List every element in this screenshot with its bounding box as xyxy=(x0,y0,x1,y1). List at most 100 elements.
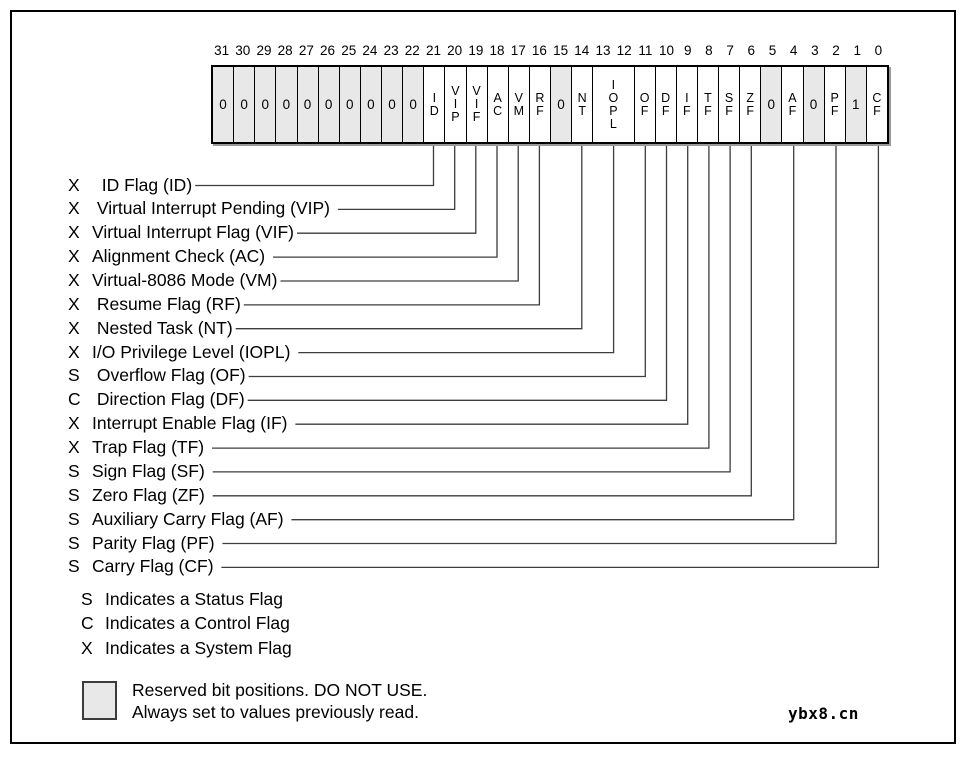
bit-number: 4 xyxy=(789,43,798,58)
flag-row: S Zero Flag (ZF) xyxy=(68,485,210,506)
flag-label: Nested Task (NT) xyxy=(92,317,233,338)
cell-letter: F xyxy=(472,110,481,124)
flag-label: I/O Privilege Level (IOPL) xyxy=(92,341,296,362)
flag-row: X Resume Flag (RF) xyxy=(68,294,241,315)
flag-row: X Virtual-8086 Mode (VM) xyxy=(68,270,277,291)
watermark: ybx8.cn xyxy=(788,704,859,723)
reserved-note-line1: Reserved bit positions. DO NOT USE. xyxy=(132,680,428,700)
cell-letter: P xyxy=(830,90,839,105)
cell-letter: F xyxy=(640,103,649,118)
cell-letter: F xyxy=(682,103,691,118)
bit-number: 5 xyxy=(768,43,777,58)
flag-type-marker: X xyxy=(68,222,80,243)
legend-marker: X xyxy=(81,638,93,658)
flag-type-marker: X xyxy=(68,317,80,338)
cell-letter: F xyxy=(746,103,754,118)
bit-number: 15 xyxy=(553,43,569,58)
cell-letter: O xyxy=(608,90,619,105)
cell-letter: F xyxy=(873,103,881,118)
flag-label: Zero Flag (ZF) xyxy=(92,484,210,505)
reserved-swatch xyxy=(82,681,117,720)
register-cell-bit-23: 0 xyxy=(382,67,404,142)
bit-number: 21 xyxy=(425,43,441,58)
bit-number: 2 xyxy=(832,43,840,58)
bit-number: 9 xyxy=(683,43,692,58)
flag-label: Virtual-8086 Mode (VM) xyxy=(92,269,278,290)
cell-letter: V xyxy=(472,84,481,98)
cell-letter: D xyxy=(429,103,439,118)
bit-number: 18 xyxy=(489,43,505,58)
flag-type-marker: C xyxy=(68,389,81,410)
bit-number: 25 xyxy=(341,43,357,58)
bit-number: 1 xyxy=(853,43,861,58)
bit-number: 28 xyxy=(277,43,293,58)
cell-letter: P xyxy=(609,103,618,118)
register-cell-bit-5: 0 xyxy=(761,67,783,142)
register-cell-bit-28: 0 xyxy=(276,67,298,142)
bit-number: 11 xyxy=(638,43,653,58)
cell-letter: O xyxy=(639,90,650,105)
bit-number: 6 xyxy=(747,43,756,58)
cell-letter: F xyxy=(704,103,712,118)
bit-number: 23 xyxy=(383,43,399,58)
bit-number: 3 xyxy=(811,43,819,58)
register-cell-bit-22: 0 xyxy=(403,67,425,142)
flag-row: X ID Flag (ID) xyxy=(68,175,192,196)
bit-number: 10 xyxy=(659,43,675,58)
bit-number: 31 xyxy=(214,43,230,58)
flag-label: Virtual Interrupt Flag (VIF) xyxy=(92,222,294,243)
flag-label: Overflow Flag (OF) xyxy=(92,365,246,386)
flag-type-marker: X xyxy=(68,246,80,267)
cell-letter: T xyxy=(578,103,586,118)
flag-type-marker: X xyxy=(68,198,80,219)
cell-letter: T xyxy=(704,90,712,105)
flag-type-marker: X xyxy=(68,269,80,290)
cell-letter: I xyxy=(453,97,458,111)
cell-letter: D xyxy=(661,90,671,105)
flag-row: S Overflow Flag (OF) xyxy=(68,365,246,386)
flag-row: X Virtual Interrupt Flag (VIF) xyxy=(68,222,294,243)
register-cell-bit-27: 0 xyxy=(297,67,319,142)
register-cell-bit-24: 0 xyxy=(360,67,382,142)
flag-row: X I/O Privilege Level (IOPL) xyxy=(68,342,295,363)
cell-letter: F xyxy=(536,103,544,118)
figure-frame xyxy=(10,10,956,744)
bit-number: 30 xyxy=(235,43,251,58)
flag-type-marker: S xyxy=(68,532,80,553)
bit-number: 8 xyxy=(705,43,713,58)
bit-number: 26 xyxy=(320,43,336,58)
cell-letter: I xyxy=(611,77,616,92)
register-cell-bit-1: 1 xyxy=(845,67,867,142)
bit-number: 24 xyxy=(362,43,378,58)
cell-letter: I xyxy=(685,90,689,105)
register-cell-bit-31: 0 xyxy=(213,67,235,142)
flag-type-marker: S xyxy=(68,484,80,505)
flag-label: Virtual Interrupt Pending (VIP) xyxy=(92,198,335,219)
register-cell-bit-26: 0 xyxy=(318,67,340,142)
flag-label: Trap Flag (TF) xyxy=(92,437,209,458)
flag-type-marker: X xyxy=(68,341,80,362)
cell-letter: F xyxy=(661,103,670,118)
bit-number: 0 xyxy=(874,43,883,58)
cell-letter: L xyxy=(609,116,617,131)
cell-letter: R xyxy=(535,90,545,105)
bit-number: 16 xyxy=(531,43,547,58)
legend-marker: S xyxy=(81,589,93,609)
cell-letter: Z xyxy=(746,90,754,105)
reserved-note: Reserved bit positions. DO NOT USE. Alwa… xyxy=(132,680,427,723)
bit-number: 13 xyxy=(595,43,611,58)
cell-letter: V xyxy=(451,84,460,98)
legend-marker: C xyxy=(81,613,94,633)
flag-row: X Virtual Interrupt Pending (VIP) xyxy=(68,198,335,219)
